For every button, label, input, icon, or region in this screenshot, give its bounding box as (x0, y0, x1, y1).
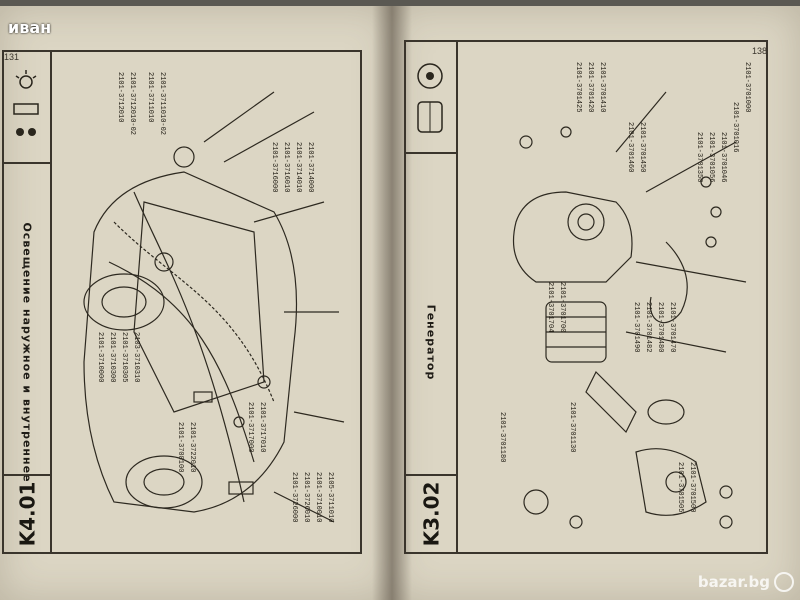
part-number-label: 2101-3722010 (188, 422, 196, 473)
right-section-title: Генератор (424, 304, 438, 380)
part-number-label: 2101-3716000 (270, 142, 278, 193)
part-number-label: 2101-3710000 (96, 332, 104, 383)
part-number-label: 2101-3701425 (574, 62, 582, 113)
part-number-label: 2101-3701700 (558, 282, 566, 333)
book-gutter (372, 6, 412, 600)
part-number-label: 2101-3701016 (731, 102, 739, 153)
part-number-label: 2101-3712010-02 (128, 72, 136, 136)
part-number-label: 2101-3710010 (314, 472, 322, 523)
part-number-label: 2101-3701410 (598, 62, 606, 113)
part-number-label: 2101-3701505 (676, 462, 684, 513)
part-number-label: 2101-3701350 (695, 132, 703, 183)
left-page-frame: Освещение наружное и внутреннее K4.01 (2, 50, 362, 554)
right-icon-box (406, 42, 456, 154)
left-page: 131 Освещение наружное и внутреннее K4.0… (0, 6, 392, 600)
right-sidebar: Генератор K3.02 (406, 42, 458, 552)
part-number-label: 2101-3726000 (290, 472, 298, 523)
marketplace-name: bazar.bg (697, 573, 770, 591)
part-number-label: 2101-3701130 (568, 402, 576, 453)
part-number-label: 2101-3726010 (302, 472, 310, 523)
part-number-label: 2101-3712010 (116, 72, 124, 123)
part-number-label: 2101-3701000 (743, 62, 751, 113)
marketplace-watermark: bazar.bg (698, 572, 794, 592)
generator-exploded-diagram (512, 91, 747, 529)
part-number-label: 2101-3711010 (146, 72, 154, 123)
part-number-label: 2101-3714010 (294, 142, 302, 193)
part-number-label: 2101-3701046 (719, 132, 727, 183)
part-number-label: 2101-3701056 (707, 132, 715, 183)
part-number-label: 2101-3701470 (668, 302, 676, 353)
left-section-code: K4.01 (15, 481, 39, 547)
part-number-label: 2101-3701450 (638, 122, 646, 173)
part-number-label: 2101-3710300 (108, 332, 116, 383)
part-number-label: 2101-3701420 (586, 62, 594, 113)
left-page-number: 131 (4, 52, 20, 62)
part-number-label: 2101-3701480 (656, 302, 664, 353)
lamp-icon (13, 70, 39, 136)
part-number-label: 2101-3714000 (306, 142, 314, 193)
left-code-box: K4.01 (4, 474, 50, 552)
left-sidebar: Освещение наружное и внутреннее K4.01 (4, 52, 52, 552)
part-number-label: 2101-3701180 (498, 412, 506, 463)
part-number-label: 2101-3701482 (644, 302, 652, 353)
part-number-label: 2103-3710310 (132, 332, 140, 383)
logo-icon (774, 572, 794, 592)
generator-icon (417, 63, 443, 133)
right-page-frame: Генератор K3.02 (404, 40, 768, 554)
part-number-label: 2101-3717010 (258, 402, 266, 453)
part-number-label: 2101-3717000 (246, 402, 254, 453)
part-number-label: 2101-3710305 (120, 332, 128, 383)
user-watermark: иван (8, 18, 52, 37)
part-number-label: 2101-3701500 (688, 462, 696, 513)
right-section-code: K3.02 (419, 481, 443, 547)
part-number-label: 2101-3701704 (546, 282, 554, 333)
right-page-number: 138 (752, 46, 768, 56)
right-code-box: K3.02 (406, 474, 456, 552)
left-icon-box (4, 52, 50, 164)
part-number-label: 2105-3711010 (326, 472, 334, 523)
right-page: 138 Генератор K3.02 (392, 6, 800, 600)
left-section-title: Освещение наружное и внутреннее (20, 221, 34, 483)
lighting-wiring-diagram (83, 91, 345, 523)
part-number-label: 2101-3701460 (626, 122, 634, 173)
part-number-label: 2101-3711010-02 (158, 72, 166, 136)
part-number-label: 2101-3701490 (632, 302, 640, 353)
part-number-label: 2101-3708100 (176, 422, 184, 473)
part-number-label: 2101-3716010 (282, 142, 290, 193)
